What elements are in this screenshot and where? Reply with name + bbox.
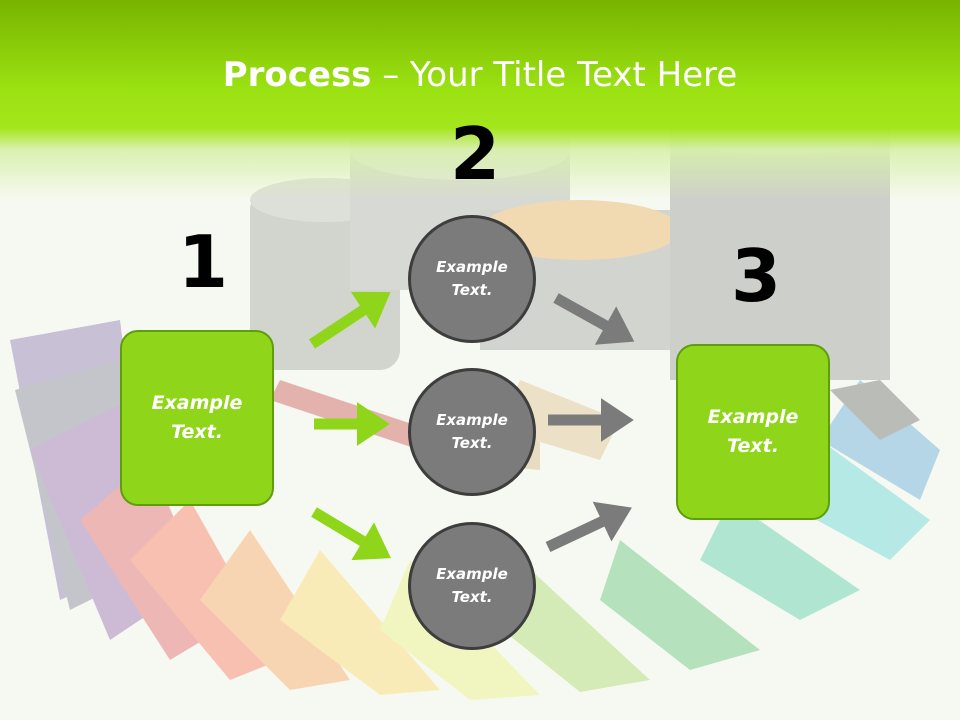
slide-title: Process – Your Title Text Here xyxy=(0,55,960,95)
step-number-1: 1 xyxy=(178,220,229,304)
header-band xyxy=(0,0,960,200)
title-rest: – Your Title Text Here xyxy=(371,55,738,95)
title-bold: Process xyxy=(222,55,372,95)
step-number-3: 3 xyxy=(731,234,782,318)
step-number-2: 2 xyxy=(450,112,501,196)
